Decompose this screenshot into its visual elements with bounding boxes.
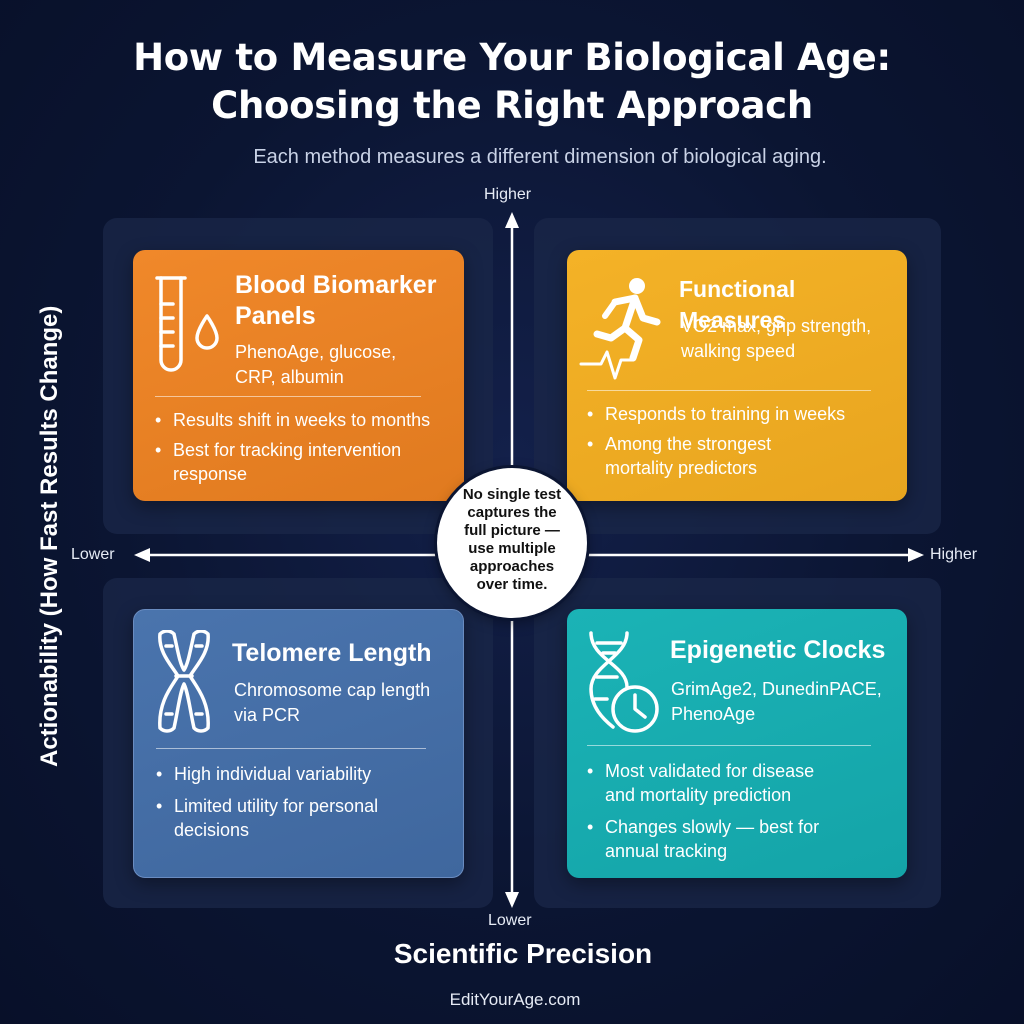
footer-site: EditYourAge.com [449,990,581,1009]
card-blood-title: Blood Biomarker Panels [235,271,437,330]
card-epigenetic-examples: GrimAge2, DunedinPACE, PhenoAge [671,679,882,724]
card-epigenetic-title: Epigenetic Clocks [670,636,886,664]
card-telomere-title: Telomere Length [232,639,432,667]
x-axis-low-label: Lower [71,546,115,563]
x-axis-high-label: Higher [930,546,978,563]
card-functional-examples: VO2 max, grip strength, walking speed [681,316,872,361]
card-telomere-divider [156,748,426,749]
page-subtitle: Each method measures a different dimensi… [253,146,827,168]
center-note: No single test captures the full picture… [437,468,587,618]
dna-clock-icon [589,631,659,733]
card-telomere-length: Telomere Length Chromosome cap length vi… [133,609,464,878]
card-blood-biomarker: Blood Biomarker Panels PhenoAge, glucose… [133,250,464,501]
center-note-text: No single test captures the full picture… [462,486,562,593]
title-line-1: How to Measure Your Biological Age: [133,36,891,79]
y-axis-high-label: Higher [484,186,532,203]
chromosome-icon [158,630,210,733]
card-epigenetic-clocks: Epigenetic Clocks GrimAge2, DunedinPACE,… [567,609,907,878]
card-blood-examples: PhenoAge, glucose, CRP, albumin [235,342,397,387]
card-telomere-examples: Chromosome cap length via PCR [234,680,431,725]
card-functional-title: Functional Measures [679,276,796,333]
card-epigenetic-divider [587,745,871,746]
y-axis-title: Actionability (How Fast Results Change) [36,305,63,767]
test-tube-drop-icon [155,276,219,372]
card-blood-divider [155,396,421,397]
card-functional-divider [587,390,871,391]
page-title: How to Measure Your Biological Age: Choo… [0,34,1024,130]
title-line-2: Choosing the Right Approach [211,84,813,127]
card-functional-measures: Functional Measures VO2 max, grip streng… [567,250,907,501]
runner-heartbeat-icon [579,278,661,380]
x-axis-title: Scientific Precision [393,938,653,969]
y-axis-low-label: Lower [488,912,532,929]
